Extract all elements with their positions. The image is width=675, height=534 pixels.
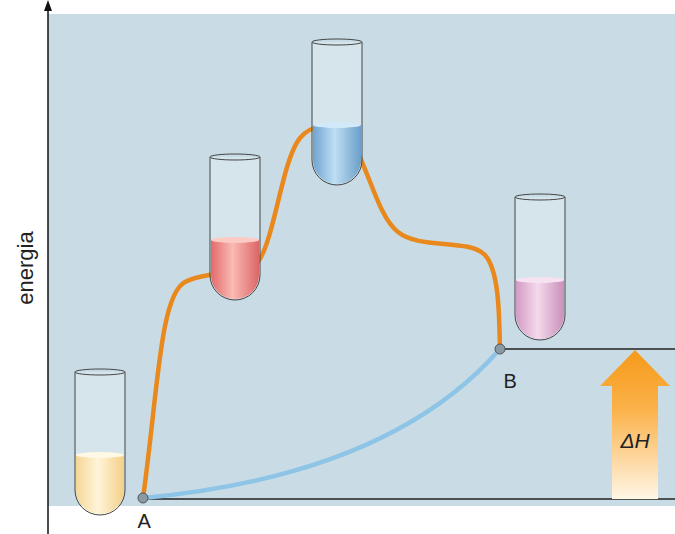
direct-path [143,349,500,498]
stepwise-path [143,126,500,498]
test-tube [75,369,125,515]
panel [48,14,675,506]
axis-arrowhead [44,0,52,11]
test-tube [210,154,260,300]
state-point [138,493,148,503]
enthalpy-label: ΔH [621,430,650,451]
state-point [495,344,505,354]
level-line [500,348,675,349]
test-tube [515,194,565,340]
test-tube [312,39,362,185]
point-label: A [138,511,151,531]
point-label: B [504,371,517,391]
axis-label: energia [14,231,36,304]
level-line [143,498,675,499]
enthalpy-arrow [600,350,670,499]
energy-axis [47,8,49,534]
